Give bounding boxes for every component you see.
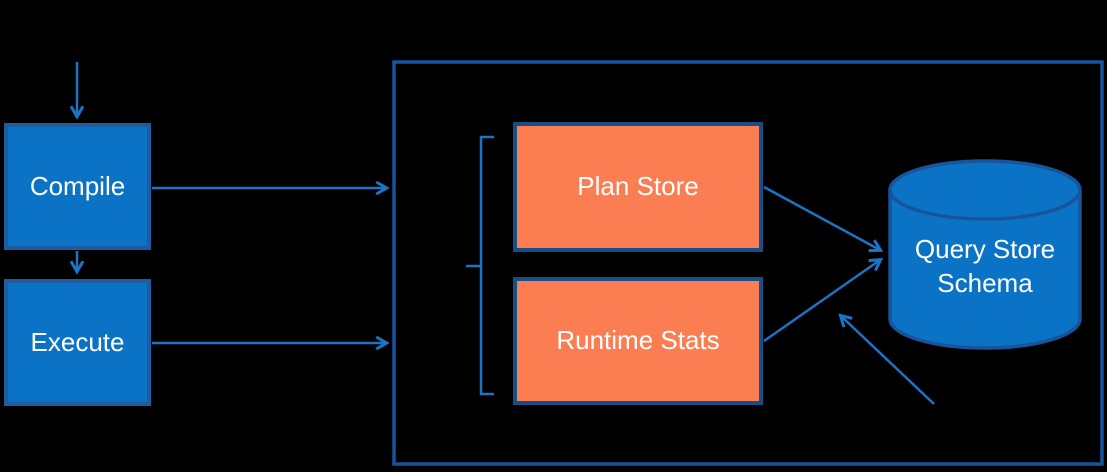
grouping-bracket xyxy=(479,135,494,396)
node-plan-store: Plan Store xyxy=(513,122,763,252)
arrow-runtime-stats-to-schema xyxy=(763,257,884,343)
node-runtime-stats: Runtime Stats xyxy=(513,277,763,405)
arrow-external-to-schema xyxy=(838,313,935,405)
arrow-plan-store-to-schema xyxy=(763,185,884,253)
database-cylinder-top xyxy=(888,159,1082,221)
database-cylinder-body xyxy=(888,190,1082,350)
node-execute-label: Execute xyxy=(30,326,125,357)
query-store-container xyxy=(392,60,1104,466)
node-compile: Compile xyxy=(4,123,151,250)
node-query-store-schema-label: Query Store Schema xyxy=(914,234,1056,298)
node-execute: Execute xyxy=(4,279,151,406)
node-plan-store-label: Plan Store xyxy=(577,171,699,202)
node-runtime-stats-label: Runtime Stats xyxy=(556,325,720,356)
node-compile-label: Compile xyxy=(29,170,126,201)
